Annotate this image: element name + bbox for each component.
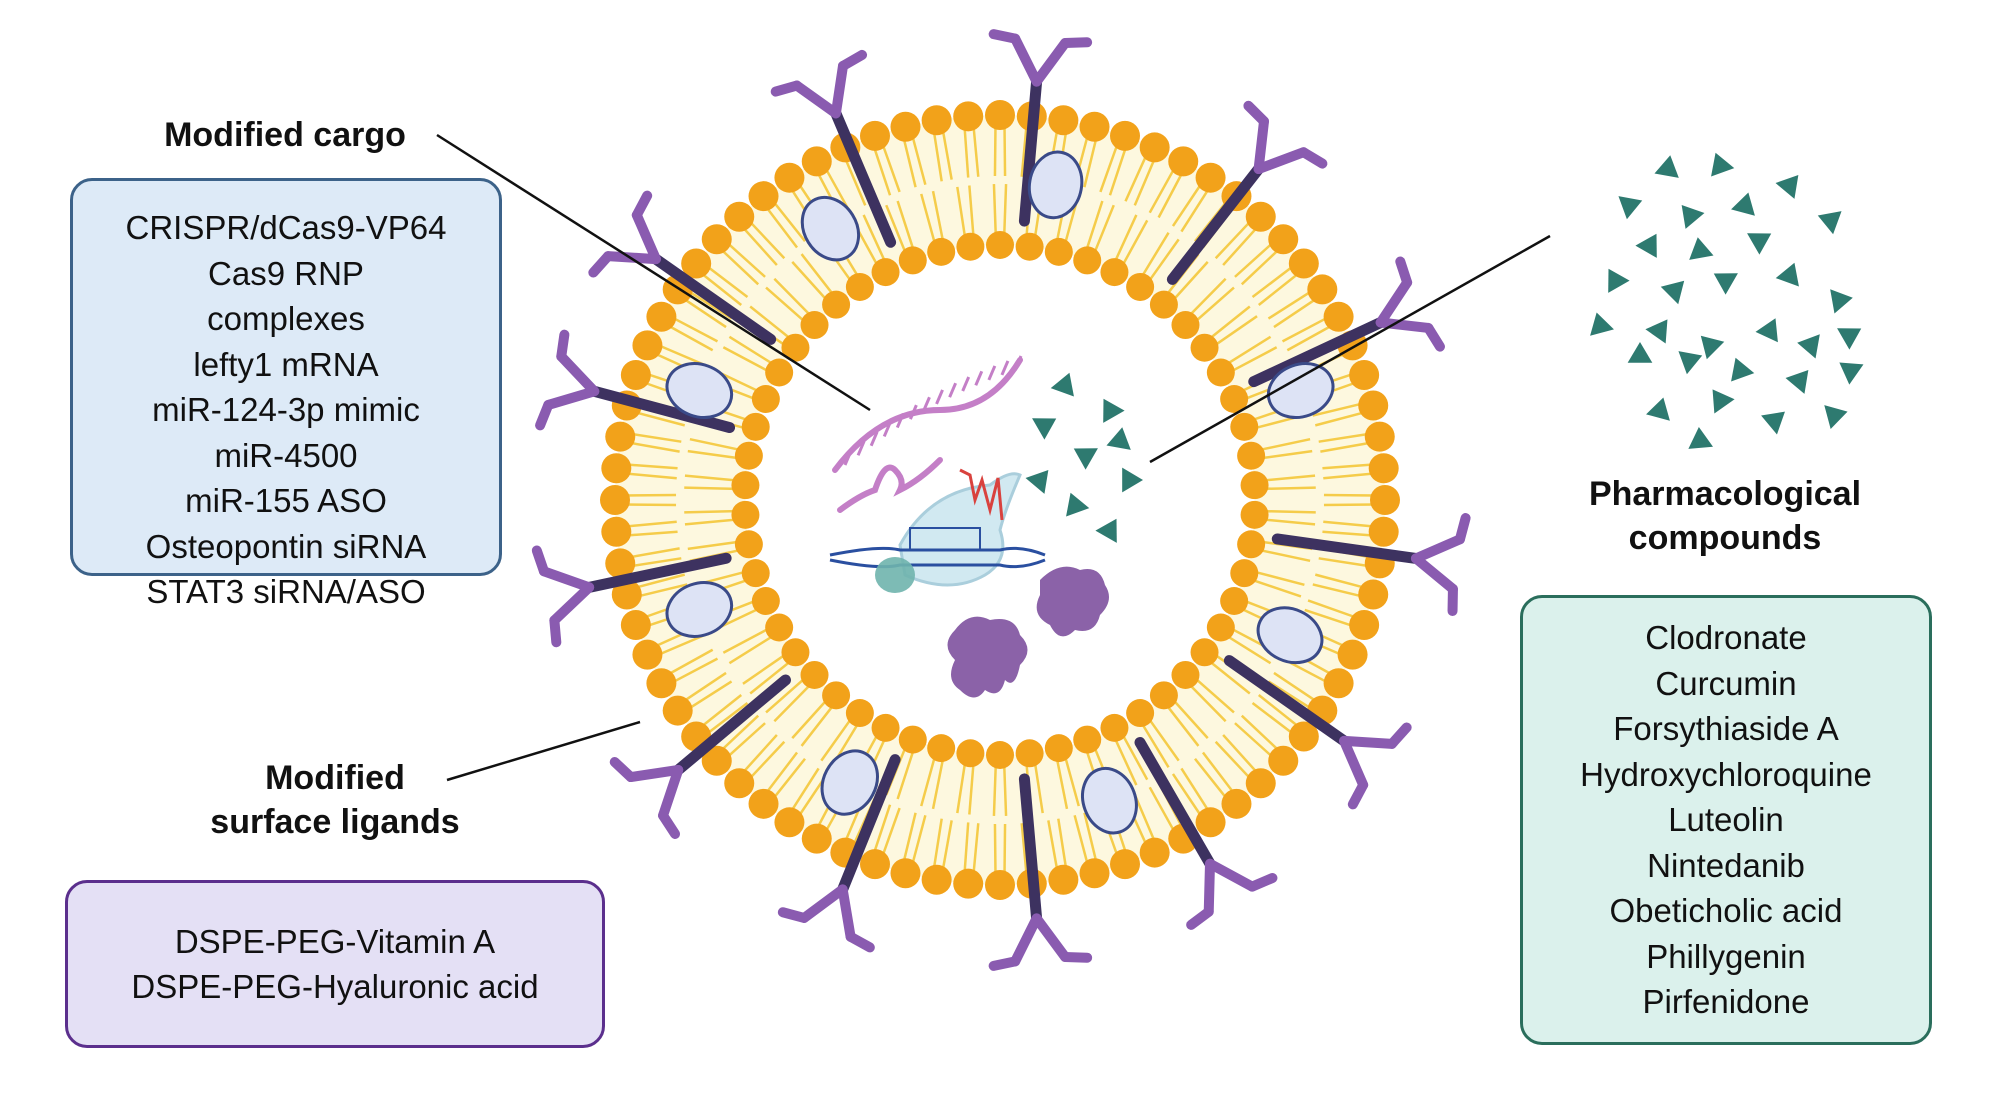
cas9-rnp-complex-icon [829,468,1046,593]
cargo-item: Cas9 RNP [208,254,364,292]
drug-molecules-inside-icon [1025,372,1143,543]
surface-ligand-receptor-icon [988,29,1093,227]
surface-ligand-receptors [531,29,1471,971]
cargo-item: CRISPR/dCas9-VP64 [125,209,447,246]
pharma-item: Obeticholic acid [1609,892,1843,930]
surface-ligand-receptor-icon [535,329,736,434]
label-line: compounds [1628,519,1822,557]
surface-ligand-receptor-icon [609,674,792,839]
ligand-item: DSPE-PEG-Vitamin A [174,922,496,960]
membrane-proteins [665,150,1335,835]
membrane-protein-icon [1256,606,1324,665]
cargo-leader-line [436,133,871,412]
vesicle-cargo [829,355,1143,698]
surface-ligand-receptor-icon [988,773,1093,971]
hairpin-rna-icon [837,457,943,513]
pharmacological-compound-cluster-icon [1590,152,1864,449]
pharmacological-compound-list-box: Clodronate Curcumin Forsythiaside A Hydr… [1520,595,1932,1045]
modified-surface-ligands-label: Modified surface ligands [165,756,505,844]
surface-ligand-receptor-icon [1271,513,1471,616]
pharma-item: Clodronate [1645,619,1807,657]
membrane-protein-icon [665,362,734,419]
cargo-item: miR-155 ASO [185,482,387,519]
cargo-item: STAT3 siRNA/ASO [146,573,426,610]
membrane-protein-icon [1266,362,1335,419]
label-line: Modified [265,759,405,797]
pharma-item: Pirfenidone [1642,983,1810,1021]
pharma-item: Luteolin [1668,801,1784,839]
pharma-item: Nintedanib [1647,846,1805,884]
membrane-protein-icon [1027,150,1084,220]
surface-ligand-receptor-icon [1248,256,1445,388]
pharma-item: Hydroxychloroquine [1580,755,1872,793]
label-line: Pharmacological [1588,475,1862,513]
surface-ligand-receptor-icon [777,754,901,953]
label-line: surface ligands [210,803,460,841]
pharma-item: Curcumin [1655,664,1797,702]
cargo-item: lefty1 mRNA [193,345,379,383]
surface-ligand-receptor-icon [1134,736,1278,930]
modified-cargo-list-box: CRISPR/dCas9-VP64 Cas9 RNP complexes lef… [70,178,502,610]
surface-ligand-receptor-icon [1223,655,1412,810]
ligand-item: DSPE-PEG-Hyaluronic acid [131,968,539,1005]
cargo-item: complexes [207,300,365,337]
surface-ligand-receptor-icon [531,545,732,648]
membrane-protein-icon [800,195,861,262]
lipid-bilayer-membrane [600,100,1400,900]
cargo-item: Osteopontin siRNA [145,527,427,565]
surface-ligand-receptor-icon [770,49,897,248]
modified-cargo-label: Modified cargo [164,116,406,154]
pharmacological-compounds-label: Pharmacological compounds [1525,472,1925,560]
pharma-leader-line [1149,234,1551,464]
pharma-item: Forsythiaside A [1613,710,1839,748]
membrane-protein-icon [665,581,734,638]
rna-strand-icon [832,355,1023,473]
lipid-heads [600,100,1400,900]
membrane-protein-icon [820,749,879,816]
ligand-leader-line [446,720,641,782]
membrane-protein-icon [1081,766,1138,835]
surface-ligand-receptor-icon [1166,100,1328,285]
cargo-item: miR-124-3p mimic [152,391,420,428]
membrane-band [615,115,1385,885]
surface-ligand-list-box: DSPE-PEG-Vitamin A DSPE-PEG-Hyaluronic a… [65,880,605,1048]
pharma-item: Phillygenin [1646,937,1806,975]
protein-icon [947,566,1109,698]
cargo-item: miR-4500 [214,436,358,474]
